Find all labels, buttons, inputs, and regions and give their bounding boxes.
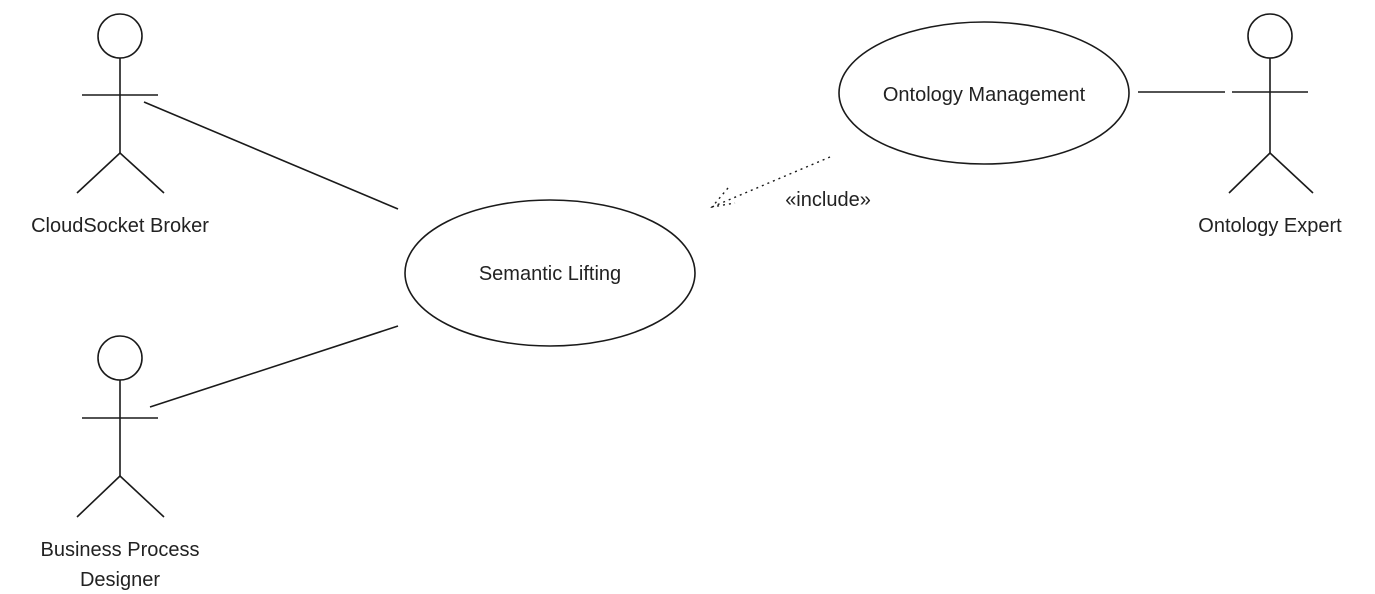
actor-right-leg bbox=[119, 152, 165, 194]
actor-label-line-1: Business Process bbox=[41, 539, 200, 561]
actor-business-process-designer[interactable]: Business Process Designer bbox=[41, 335, 200, 591]
association-broker-semantic-lifting[interactable] bbox=[143, 101, 399, 210]
actor-left-leg bbox=[1228, 152, 1271, 194]
actor-head bbox=[97, 335, 143, 381]
actor-head bbox=[97, 13, 143, 59]
actor-cloudsocket-broker[interactable]: CloudSocket Broker bbox=[31, 13, 209, 237]
include-stereotype-label: «include» bbox=[785, 189, 871, 211]
use-case-label: Ontology Management bbox=[883, 84, 1086, 106]
actor-right-leg bbox=[119, 475, 165, 518]
use-case-label: Semantic Lifting bbox=[479, 263, 621, 285]
include-arrowhead-icon bbox=[710, 187, 736, 209]
use-case-ellipse bbox=[404, 199, 696, 347]
actor-label-line-2: Designer bbox=[80, 569, 160, 591]
actor-head bbox=[1247, 13, 1293, 59]
include-dependency[interactable]: «include» bbox=[710, 156, 871, 211]
actor-right-leg bbox=[1269, 152, 1314, 194]
use-case-ellipse bbox=[838, 21, 1130, 165]
actor-left-leg bbox=[76, 475, 121, 518]
actor-label: CloudSocket Broker bbox=[31, 215, 209, 237]
association-designer-semantic-lifting[interactable] bbox=[149, 325, 399, 408]
use-case-semantic-lifting[interactable]: Semantic Lifting bbox=[404, 199, 696, 347]
actor-label: Ontology Expert bbox=[1198, 215, 1342, 237]
actor-ontology-expert[interactable]: Ontology Expert bbox=[1198, 13, 1342, 237]
use-case-ontology-management[interactable]: Ontology Management bbox=[838, 21, 1130, 165]
actor-left-leg bbox=[76, 152, 121, 194]
